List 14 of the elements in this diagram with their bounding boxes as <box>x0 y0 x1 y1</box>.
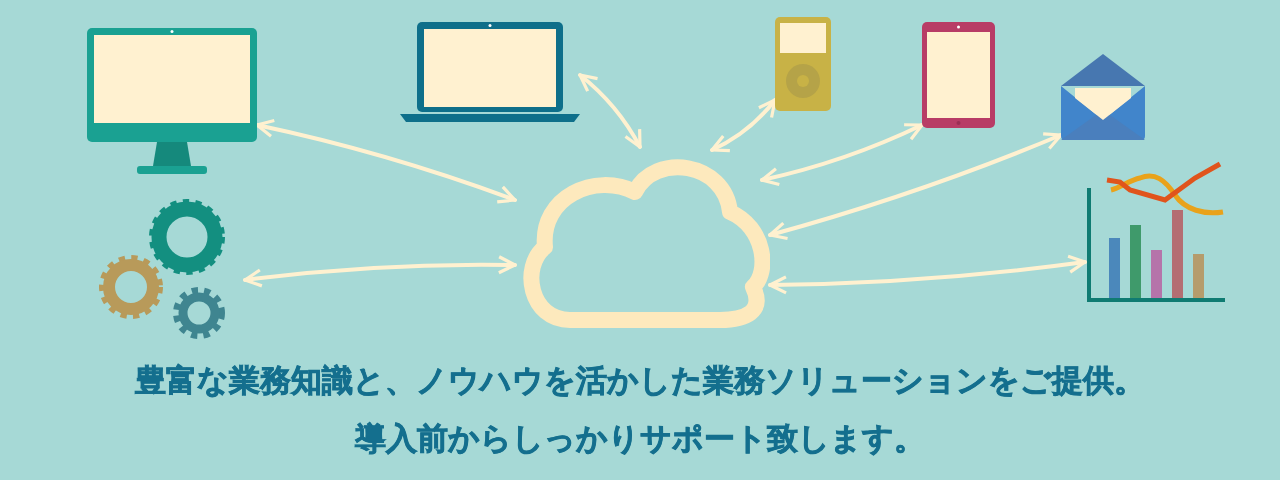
caption-text: 豊富な業務知識と、ノウハウを活かした業務ソリューションをご提供。 <box>135 362 1145 398</box>
double-arrow <box>243 255 517 288</box>
double-arrow <box>578 73 642 149</box>
envelope-icon <box>1061 54 1145 140</box>
bar-chart-icon <box>1085 160 1227 303</box>
double-arrow <box>768 132 1063 240</box>
double-arrow <box>710 98 777 152</box>
monitor-icon <box>87 28 257 174</box>
music-player-icon <box>775 17 831 111</box>
double-arrow <box>768 254 1087 295</box>
tablet-icon <box>922 22 995 128</box>
laptop-icon <box>400 22 580 122</box>
caption-text: 導入前からしっかりサポート致します。 <box>355 420 925 456</box>
double-arrow <box>760 122 924 186</box>
